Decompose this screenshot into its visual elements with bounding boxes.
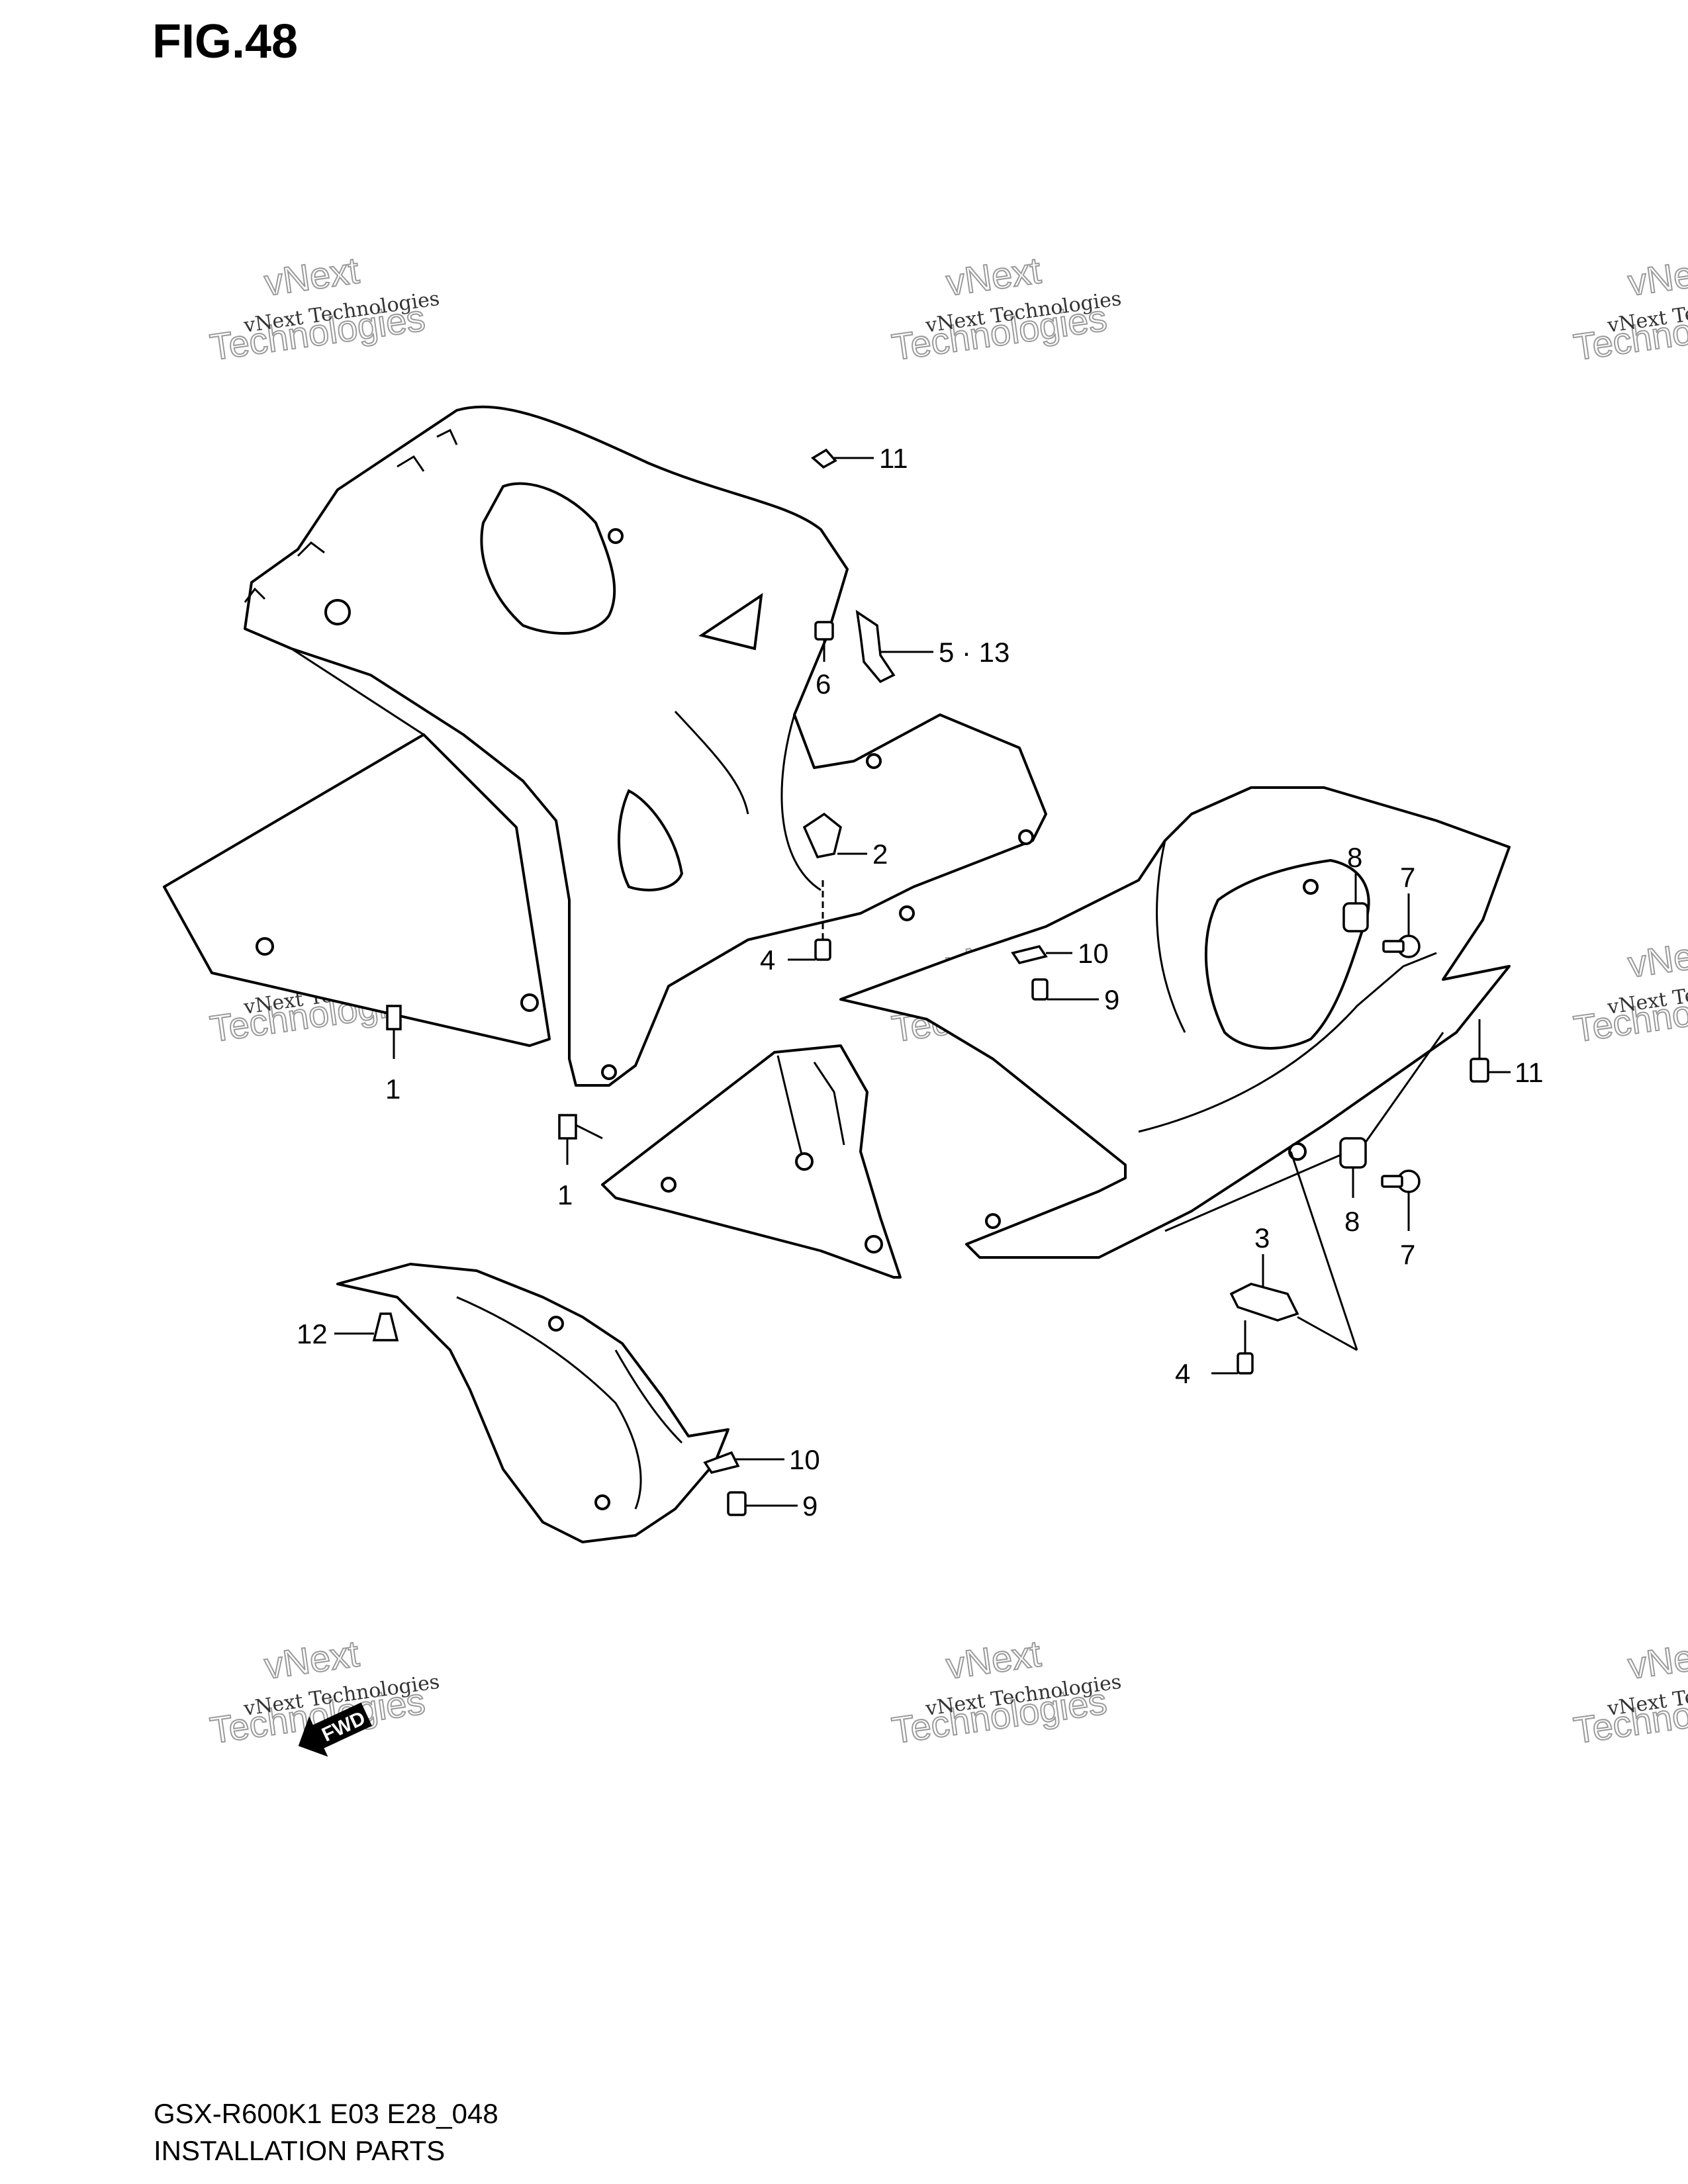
watermark-text-2: vNext (1626, 249, 1688, 303)
figure-name: INSTALLATION PARTS (154, 2135, 445, 2166)
watermark-8: vNext Technologies vNext Technologies (888, 1631, 1123, 1752)
callout-11-right: 11 (1470, 1019, 1544, 1088)
callout-4-lower: 4 (1175, 1320, 1254, 1389)
callout-number: 4 (760, 944, 775, 976)
callout-number: 7 (1400, 1239, 1415, 1270)
callout-number: 9 (802, 1490, 818, 1522)
callout-9-lower: 9 (727, 1490, 818, 1522)
watermark-2: vNext Technologies vNext Technologies (888, 248, 1123, 369)
callout-8-upper: 8 (1342, 842, 1369, 933)
callout-4-middle: 4 (760, 880, 831, 976)
watermark-3: vNext Technologies vNext Technologies (1570, 248, 1688, 369)
callout-1-center: 1 (557, 1114, 603, 1210)
callout-6: 6 (814, 621, 834, 700)
callout-number: 2 (872, 839, 888, 870)
callout-number: 11 (1515, 1057, 1544, 1088)
figure-title: FIG.48 (152, 15, 299, 68)
callout-number: 7 (1400, 862, 1415, 893)
callout-12: 12 (297, 1312, 399, 1349)
callout-number: 8 (1344, 1206, 1360, 1237)
callout-number: 6 (816, 668, 831, 700)
right-side-fairing (839, 786, 1511, 1259)
watermark-text-2: vNext (1626, 931, 1688, 985)
callout-number: 10 (789, 1444, 820, 1475)
callout-number: 3 (1254, 1222, 1270, 1253)
watermark-6: vNext Technologies vNext Technologies (1570, 930, 1688, 1050)
callout-number: 1 (557, 1179, 573, 1210)
watermark-1: vNext Technologies vNext Technologies (207, 248, 441, 369)
watermark-text-2: vNext (262, 249, 362, 303)
callout-number: 8 (1347, 842, 1362, 873)
callout-number: 11 (879, 443, 908, 474)
callout-10-lower: 10 (703, 1444, 820, 1475)
bottom-fairing-panel (336, 1263, 729, 1543)
watermark-text-2: vNext (944, 249, 1044, 303)
callout-1-left: 1 (385, 1005, 402, 1105)
callout-11-upper: 11 (811, 443, 908, 474)
callout-5-13: 5 · 13 (855, 610, 1009, 684)
callout-10-middle: 10 (1011, 938, 1109, 969)
callout-number: 4 (1175, 1358, 1190, 1389)
callout-number: 12 (297, 1318, 328, 1349)
left-lower-panel (601, 1044, 902, 1279)
watermark-text-2: vNext (1626, 1632, 1688, 1686)
left-side-fairing (163, 405, 1047, 1087)
callout-7-upper: 7 (1382, 862, 1421, 958)
callout-8-lower: 8 (1339, 1137, 1367, 1237)
watermark-text-2: vNext (944, 1632, 1044, 1686)
callout-number: 1 (385, 1073, 400, 1105)
callout-9-middle: 9 (1031, 978, 1119, 1015)
watermark-text-2: vNext (262, 1632, 362, 1686)
callout-3: 3 (1229, 1151, 1358, 1351)
callout-number: 9 (1104, 984, 1119, 1015)
callout-number: 10 (1078, 938, 1109, 969)
callout-7-lower: 7 (1381, 1169, 1421, 1270)
callout-2: 2 (802, 812, 888, 870)
callout-number: 5 · 13 (939, 637, 1009, 668)
figure-code: GSX-R600K1 E03 E28_048 (154, 2098, 498, 2129)
watermark-9: vNext Technologies vNext Technologies (1570, 1631, 1688, 1752)
